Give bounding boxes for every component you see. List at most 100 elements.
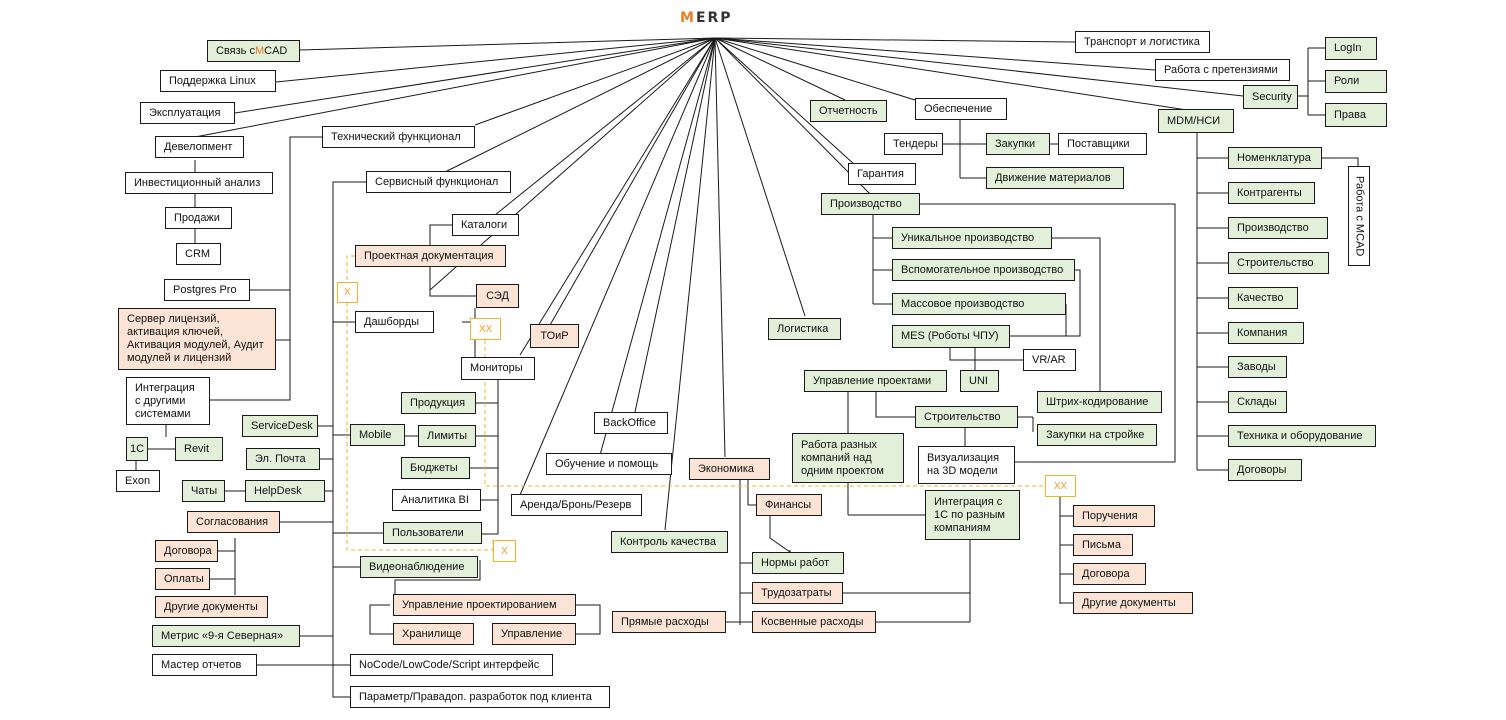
node-direct-costs[interactable]: Прямые расходы bbox=[612, 611, 726, 633]
node-security[interactable]: Security bbox=[1243, 85, 1298, 109]
node-nocode[interactable]: NoCode/LowCode/Script интерфейс bbox=[350, 654, 553, 676]
node-transport[interactable]: Транспорт и логистика bbox=[1075, 31, 1210, 53]
node-client-params[interactable]: Параметр/Правадоп. разработок под клиент… bbox=[350, 686, 610, 708]
node-quality[interactable]: Качество bbox=[1228, 287, 1298, 309]
node-1c[interactable]: 1С bbox=[126, 437, 148, 461]
node-warehouses[interactable]: Склады bbox=[1228, 391, 1287, 413]
node-barcoding[interactable]: Штрих-кодирование bbox=[1037, 391, 1162, 413]
node-1c-integration[interactable]: Интеграция с 1С по разным компаниям bbox=[925, 490, 1020, 540]
node-purchases[interactable]: Закупки bbox=[986, 133, 1050, 155]
node-design-management[interactable]: Управление проектированием bbox=[393, 594, 576, 616]
node-users[interactable]: Пользователи bbox=[383, 522, 482, 544]
node-helpdesk[interactable]: HelpDesk bbox=[245, 480, 325, 502]
node-agreements[interactable]: Договоры bbox=[1228, 459, 1302, 481]
node-exon[interactable]: Exon bbox=[116, 470, 160, 492]
node-indirect-costs[interactable]: Косвенные расходы bbox=[752, 611, 876, 633]
node-limits[interactable]: Лимиты bbox=[418, 425, 476, 447]
node-sed[interactable]: СЭД bbox=[476, 284, 519, 308]
node-storage[interactable]: Хранилище bbox=[393, 623, 474, 645]
node-site-purchases[interactable]: Закупки на стройке bbox=[1037, 424, 1157, 446]
node-multi-company[interactable]: Работа разных компаний над одним проекто… bbox=[792, 433, 904, 483]
node-project-management[interactable]: Управление проектами bbox=[804, 370, 947, 392]
node-suppliers[interactable]: Поставщики bbox=[1058, 133, 1147, 155]
node-plants[interactable]: Заводы bbox=[1228, 356, 1287, 378]
node-orders[interactable]: Поручения bbox=[1073, 505, 1155, 527]
node-analytics-bi[interactable]: Аналитика BI bbox=[392, 489, 481, 511]
node-mes[interactable]: MES (Роботы ЧПУ) bbox=[892, 325, 1010, 348]
node-contracts-left[interactable]: Договора bbox=[155, 540, 218, 562]
node-exploitation[interactable]: Эксплуатация bbox=[140, 102, 235, 124]
node-budgets[interactable]: Бюджеты bbox=[401, 457, 470, 479]
node-email[interactable]: Эл. Почта bbox=[246, 448, 320, 470]
node-labor-costs[interactable]: Трудозатраты bbox=[752, 582, 843, 604]
node-economics[interactable]: Экономика bbox=[689, 458, 770, 480]
node-reporting[interactable]: Отчетность bbox=[810, 100, 887, 122]
node-mcad-work[interactable]: Работа с MCAD bbox=[1348, 166, 1370, 266]
node-revit[interactable]: Revit bbox=[175, 437, 223, 461]
node-investment-analysis[interactable]: Инвестиционный анализ bbox=[125, 172, 273, 194]
node-other-docs-left[interactable]: Другие документы bbox=[155, 596, 268, 618]
node-letters[interactable]: Письма bbox=[1073, 534, 1133, 556]
node-development[interactable]: Девелопмент bbox=[155, 136, 244, 158]
node-training[interactable]: Обучение и помощь bbox=[546, 453, 672, 475]
node-login[interactable]: LogIn bbox=[1325, 37, 1377, 60]
node-project-docs[interactable]: Проектная документация bbox=[355, 245, 506, 267]
node-equipment[interactable]: Техника и оборудование bbox=[1228, 425, 1376, 447]
marker-x-2: X bbox=[493, 540, 516, 562]
node-other-docs-right[interactable]: Другие документы bbox=[1073, 592, 1193, 614]
node-payments[interactable]: Оплаты bbox=[155, 568, 210, 590]
node-production-right[interactable]: Производство bbox=[1228, 217, 1328, 239]
node-logistics[interactable]: Логистика bbox=[768, 318, 841, 340]
node-mass-production[interactable]: Массовое производство bbox=[892, 293, 1066, 315]
node-production[interactable]: Производство bbox=[821, 193, 920, 215]
node-postgres-pro[interactable]: Postgres Pro bbox=[164, 279, 250, 301]
node-construction-right[interactable]: Строительство bbox=[1228, 252, 1329, 274]
node-backoffice[interactable]: BackOffice bbox=[594, 412, 668, 434]
node-metris[interactable]: Метрис «9-я Северная» bbox=[152, 625, 300, 647]
node-tenders[interactable]: Тендеры bbox=[884, 133, 943, 155]
node-warranty[interactable]: Гарантия bbox=[848, 163, 916, 185]
node-material-movement[interactable]: Движение материалов bbox=[986, 167, 1124, 189]
node-servicedesk[interactable]: ServiceDesk bbox=[242, 415, 318, 437]
node-construction-center[interactable]: Строительство bbox=[915, 406, 1018, 428]
node-claims[interactable]: Работа с претензиями bbox=[1155, 59, 1290, 81]
node-vr-ar[interactable]: VR/AR bbox=[1023, 349, 1076, 371]
node-3d-visualization[interactable]: Визуализация на 3D модели bbox=[918, 446, 1015, 484]
node-technical-functional[interactable]: Технический функционал bbox=[322, 126, 475, 148]
node-sales[interactable]: Продажи bbox=[165, 207, 232, 229]
marker-xx-2: XX bbox=[1045, 475, 1076, 497]
node-mdm[interactable]: MDM/НСИ bbox=[1158, 109, 1234, 133]
node-finance[interactable]: Финансы bbox=[756, 494, 822, 516]
node-rights[interactable]: Права bbox=[1325, 103, 1387, 127]
node-mobile[interactable]: Mobile bbox=[350, 424, 405, 446]
node-contracts-right[interactable]: Договора bbox=[1073, 563, 1146, 585]
node-company[interactable]: Компания bbox=[1228, 322, 1304, 344]
node-counterparties[interactable]: Контрагенты bbox=[1228, 182, 1315, 204]
node-rental[interactable]: Аренда/Бронь/Резерв bbox=[511, 494, 642, 516]
node-video-surveillance[interactable]: Видеонаблюдение bbox=[360, 556, 478, 578]
node-quality-control[interactable]: Контроль качества bbox=[611, 531, 728, 553]
node-work-norms[interactable]: Нормы работ bbox=[752, 552, 844, 574]
node-chats[interactable]: Чаты bbox=[182, 480, 225, 502]
node-service-functional[interactable]: Сервисный функционал bbox=[366, 171, 511, 193]
node-approvals[interactable]: Согласования bbox=[187, 511, 280, 533]
node-roles[interactable]: Роли bbox=[1325, 70, 1387, 93]
marker-xx-1: XX bbox=[470, 318, 501, 340]
node-linux-support[interactable]: Поддержка Linux bbox=[160, 70, 276, 92]
node-monitors[interactable]: Мониторы bbox=[461, 357, 535, 380]
node-products[interactable]: Продукция bbox=[401, 392, 476, 414]
node-uni[interactable]: UNI bbox=[960, 370, 999, 392]
node-unique-production[interactable]: Уникальное производство bbox=[892, 227, 1052, 249]
node-report-master[interactable]: Мастер отчетов bbox=[152, 654, 257, 676]
node-toir[interactable]: ТОиР bbox=[530, 324, 579, 348]
node-dashboards[interactable]: Дашборды bbox=[355, 311, 434, 333]
node-catalogs[interactable]: Каталоги bbox=[452, 214, 519, 236]
node-auxiliary-production[interactable]: Вспомогательное производство bbox=[892, 259, 1075, 281]
node-nomenclature[interactable]: Номенклатура bbox=[1228, 147, 1322, 169]
node-supply[interactable]: Обеспечение bbox=[915, 98, 1007, 120]
node-crm[interactable]: CRM bbox=[176, 243, 221, 265]
node-license-server[interactable]: Сервер лицензий, активация ключей, Актив… bbox=[118, 308, 276, 370]
node-integration-other[interactable]: Интеграция с другими системами bbox=[126, 377, 210, 425]
node-management[interactable]: Управление bbox=[492, 623, 576, 645]
